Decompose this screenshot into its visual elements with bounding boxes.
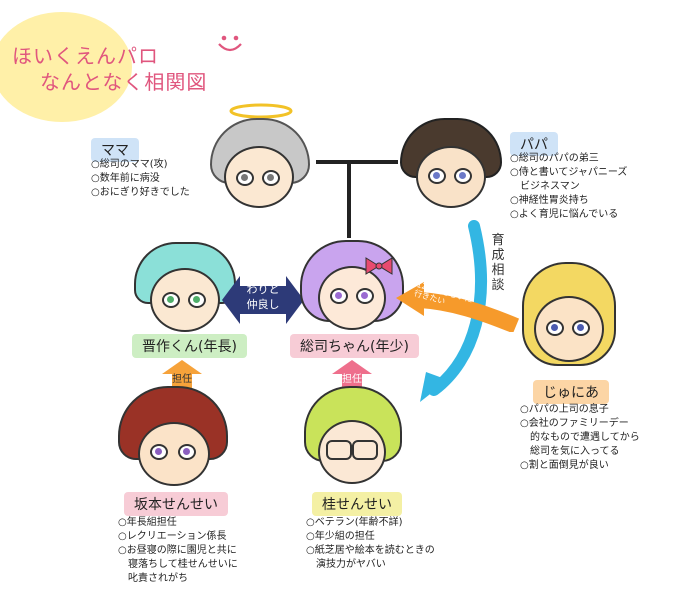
glasses-icon [352,440,378,460]
note-item: 総司を気に入ってる [520,446,620,457]
eye [546,320,564,336]
marriage-line [316,160,398,164]
eye [236,170,254,186]
note-item: ○レクリエーション係長 [118,531,227,542]
eye [262,170,280,186]
note-item: 叱責されがち [118,573,188,584]
eye [178,444,196,460]
junior-face [534,296,604,362]
papa-notes: ○総司のパパの弟三 ○侍と書いてジャパニーズ ビジネスマン ○神経性胃炎持ち ○… [510,152,627,222]
tannin-arrow-katsura [332,360,372,388]
note-item: ○おにぎり好きでした [91,187,190,198]
note-item: ○よく育児に悩んでいる [510,209,619,220]
eye [428,168,446,184]
note-item: 寝落ちして桂せんせいに [118,559,238,570]
note-item: ○ベテラン(年齢不詳) [306,517,403,528]
sakamoto-portrait [118,386,228,488]
note-item: ○侍と書いてジャパニーズ [510,167,628,178]
eye [330,288,348,304]
eye [188,292,206,308]
junior-portrait [516,262,620,370]
tannin-label-right: 担任 [342,374,362,385]
note-item: ○総司のパパの弟三 [510,153,599,164]
note-item: 演技力がヤバい [306,559,386,570]
junior-notes: ○パパの上司の息子 ○会社のファミリーデー 的なもので遭遇してから 総司を気に入… [520,403,640,473]
tannin-arrow-sakamoto [162,360,202,388]
note-item: ○割と面倒見が良い [520,460,609,471]
junior-label: じゅにあ [533,380,609,404]
papa-portrait [400,118,502,208]
junior-to-souji-arrow [396,282,520,332]
note-item: ビジネスマン [510,181,580,192]
hair-ribbon-icon [365,257,393,275]
ikusei-soudan-label: 育成相談 [491,233,505,293]
parent-child-line [347,160,351,238]
title-line-1: ほいくえんパロ [12,44,159,68]
title-line-2: なんとなく相関図 [40,70,208,94]
note-item: ○数年前に病没 [91,173,160,184]
mama-notes: ○総司のママ(攻) ○数年前に病没 ○おにぎり好きでした [91,158,190,200]
shinsaku-portrait [132,242,236,334]
eye [356,288,374,304]
note-item: ○紙芝居や絵本を読むときの [306,545,435,556]
friends-double-arrow [222,276,304,324]
souji-label: 総司ちゃん(年少) [290,334,419,358]
note-item: ○お昼寝の際に園児と共に [118,545,237,556]
sakamoto-label: 坂本せんせい [124,492,228,516]
note-item: 的なもので遭遇してから [520,432,640,443]
note-item: ○年少組の担任 [306,531,375,542]
katsura-portrait [300,386,404,486]
mama-face [224,146,294,208]
friends-label: わりと 仲良し [246,283,280,311]
katsura-label: 桂せんせい [312,492,402,516]
note-item: ○パパの上司の息子 [520,404,609,415]
sakamoto-notes: ○年長組担任 ○レクリエーション係長 ○お昼寝の際に園児と共に 寝落ちして桂せん… [118,516,238,586]
smiley-doodle-icon [218,35,242,52]
eye [150,444,168,460]
note-item: ○会社のファミリーデー [520,418,629,429]
papa-face [416,146,486,208]
souji-face [318,266,386,330]
eye [572,320,590,336]
eye [162,292,180,308]
katsura-notes: ○ベテラン(年齢不詳) ○年少組の担任 ○紙芝居や絵本を読むときの 演技力がヤバ… [306,516,435,572]
tannin-label-left: 担任 [172,374,192,385]
shinsaku-face [150,268,220,332]
papa-label: パパ [510,132,558,156]
mama-portrait [208,118,310,208]
note-item: ○総司のママ(攻) [91,159,168,170]
mama-label: ママ [91,138,139,162]
title-highlight-blob [0,12,132,122]
eye [454,168,472,184]
note-item: ○神経性胃炎持ち [510,195,589,206]
note-item: ○年長組担任 [118,517,177,528]
shinsaku-label: 晋作くん(年長) [132,334,247,358]
sakamoto-face [138,422,210,486]
souji-portrait [300,238,404,332]
halo-icon [229,103,293,119]
glasses-icon [326,440,352,460]
ikusei-soudan-arrow [420,220,487,402]
